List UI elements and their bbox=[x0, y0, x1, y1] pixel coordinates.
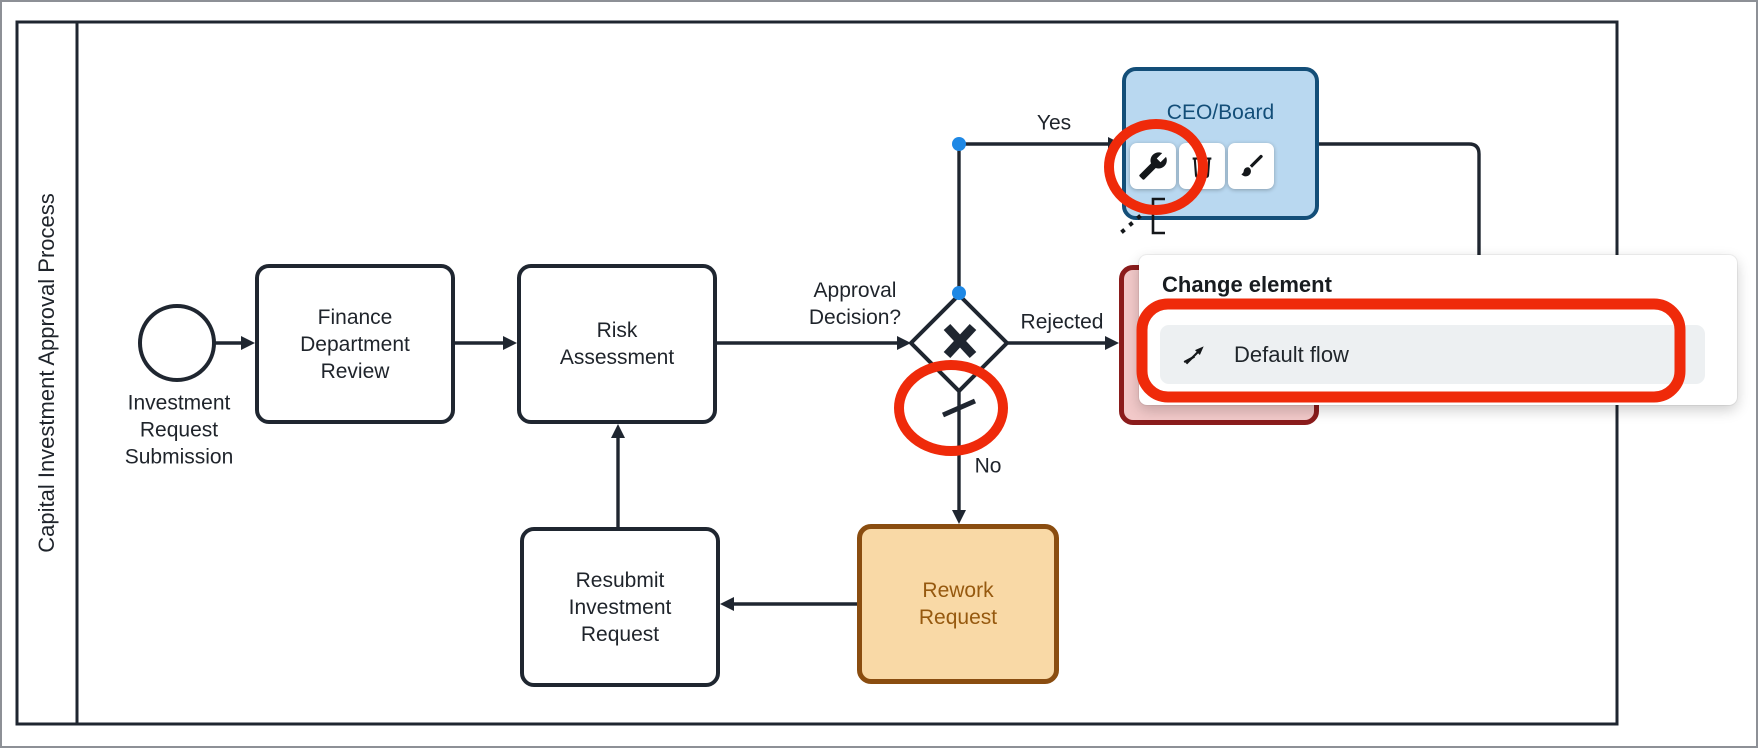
task-label: Resubmit Investment Request bbox=[568, 568, 672, 646]
task-resubmit-investment-request[interactable]: Resubmit Investment Request bbox=[520, 527, 720, 687]
start-event[interactable] bbox=[138, 304, 216, 382]
task-label: Risk Assessment bbox=[559, 319, 675, 369]
flow-label-no: No bbox=[974, 454, 1002, 478]
exclusive-gateway[interactable] bbox=[908, 292, 1010, 394]
change-element-popup: Change element Default flow bbox=[1139, 255, 1737, 405]
flow-rework-to-resubmit[interactable] bbox=[720, 597, 857, 611]
bendpoint-dot[interactable] bbox=[952, 137, 966, 151]
flow-risk-to-gateway[interactable] bbox=[717, 336, 911, 350]
default-flow-icon bbox=[1183, 345, 1204, 364]
flow-label-yes: Yes bbox=[1036, 111, 1072, 135]
connect-and-annotation-icons[interactable] bbox=[1117, 197, 1177, 242]
flow-label-rejected: Rejected bbox=[1020, 310, 1104, 334]
flow-finance-to-risk[interactable] bbox=[455, 336, 517, 350]
lane-label: Capital Investment Approval Process bbox=[34, 193, 59, 553]
bendpoint-dot[interactable] bbox=[952, 286, 966, 300]
context-pad bbox=[1130, 143, 1274, 189]
flow-resubmit-to-risk[interactable] bbox=[611, 424, 625, 527]
task-rework-request[interactable]: Rework Request bbox=[857, 524, 1059, 684]
task-label: Rework Request bbox=[918, 579, 998, 629]
task-risk-assessment[interactable]: Risk Assessment bbox=[517, 264, 717, 424]
gateway-label: Approval Decision? bbox=[808, 279, 902, 329]
flow-gateway-no[interactable] bbox=[941, 391, 977, 524]
flow-start-to-finance[interactable] bbox=[214, 336, 255, 350]
flow-gateway-rejected[interactable] bbox=[1007, 336, 1119, 350]
start-event-label: Investment Request Submission bbox=[124, 391, 234, 469]
trash-icon[interactable] bbox=[1179, 143, 1225, 189]
paintbrush-icon[interactable] bbox=[1228, 143, 1274, 189]
flow-gateway-yes[interactable] bbox=[957, 137, 1122, 295]
wrench-icon[interactable] bbox=[1130, 143, 1176, 189]
flow-ceo-outgoing[interactable] bbox=[1319, 142, 1481, 255]
task-label: CEO/Board bbox=[1166, 101, 1275, 124]
task-finance-department-review[interactable]: Finance Department Review bbox=[255, 264, 455, 424]
menu-item-label: Default flow bbox=[1234, 341, 1349, 367]
task-label: Finance Department Review bbox=[300, 305, 410, 383]
menu-item-default-flow[interactable]: Default flow bbox=[1160, 325, 1705, 384]
popup-title: Change element bbox=[1162, 272, 1332, 297]
